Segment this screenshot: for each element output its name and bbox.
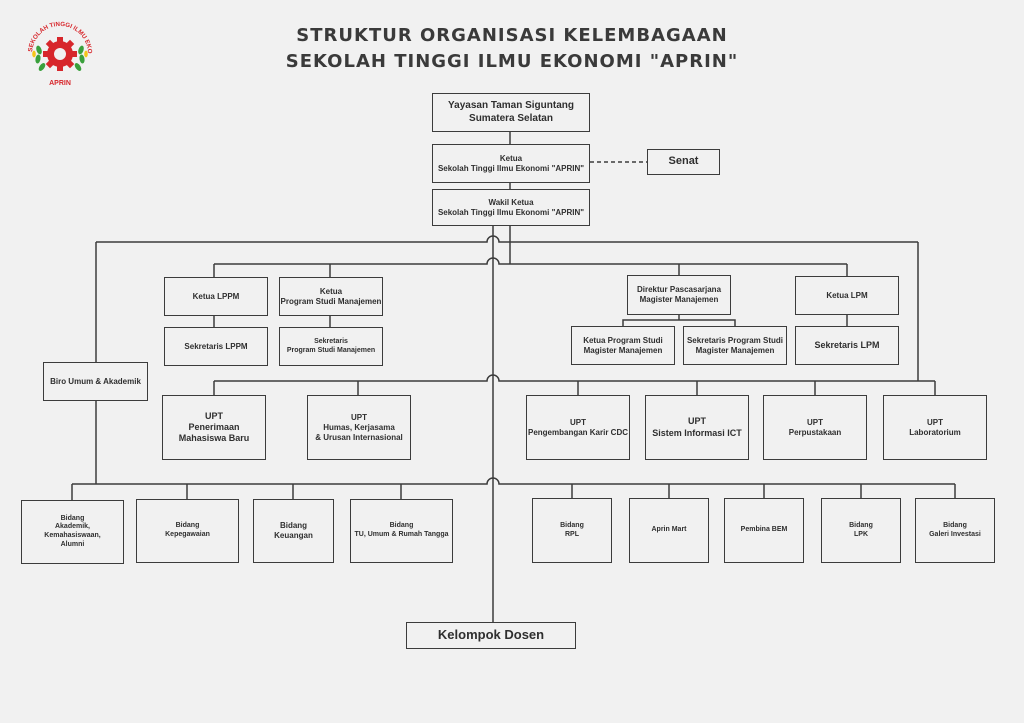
kelompok-dosen-box: Kelompok Dosen — [406, 622, 576, 649]
page-title-line1: STRUKTUR ORGANISASI KELEMBAGAAN — [296, 25, 728, 46]
leaves-icon — [35, 45, 85, 71]
ketua-lppm-box: Ketua LPPM — [164, 277, 268, 316]
ketua-lpm-box: Ketua LPM — [795, 276, 899, 315]
sekretaris-lpm-box: Sekretaris LPM — [795, 326, 899, 365]
aprin-mart-box: Aprin Mart — [629, 498, 709, 563]
pembina-bem-box: Pembina BEM — [724, 498, 804, 563]
sekretaris-lppm-box: Sekretaris LPPM — [164, 327, 268, 366]
senat-box: Senat — [647, 149, 720, 175]
grain-icon — [32, 50, 88, 58]
aprin-logo: SEKOLAH TINGGI ILMU EKONOMI APRIN — [18, 12, 93, 87]
page-title-line2: SEKOLAH TINGGI ILMU EKONOMI "APRIN" — [285, 51, 739, 72]
biro-umum-akademik-box: Biro Umum & Akademik — [43, 362, 148, 401]
logo-bottom-text: APRIN — [49, 80, 71, 87]
